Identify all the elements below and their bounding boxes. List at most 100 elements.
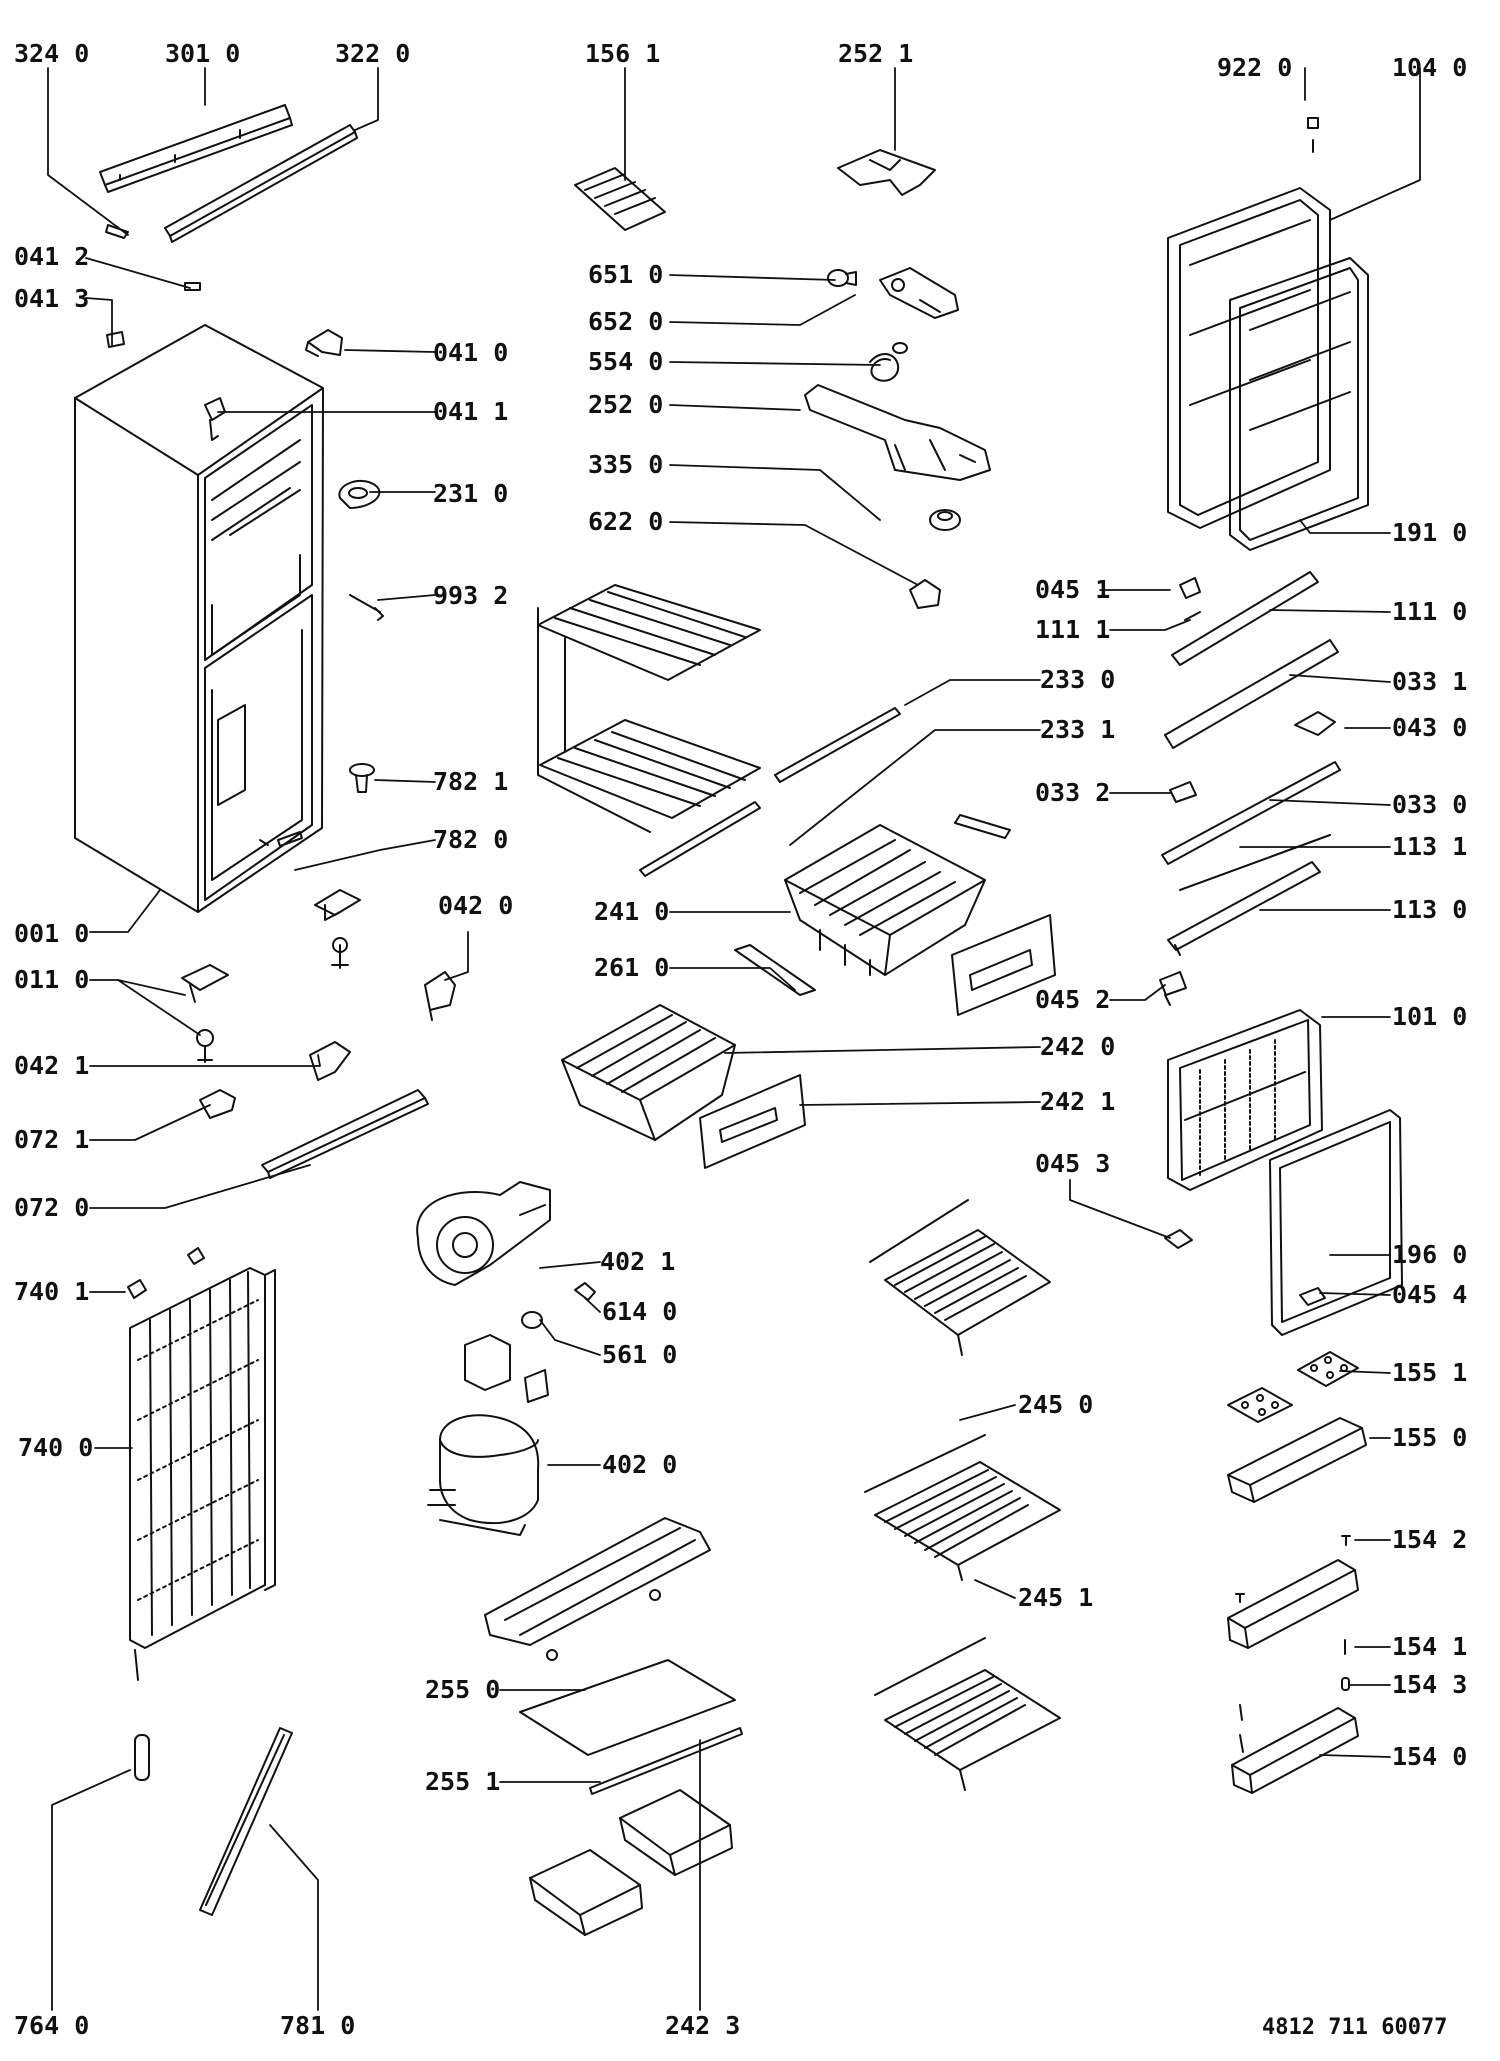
part-label-402-1: 402 1 xyxy=(600,1247,676,1276)
part-label-043-0: 043 0 xyxy=(1392,713,1468,742)
part-label-241-0: 241 0 xyxy=(594,897,670,926)
part-label-261-0: 261 0 xyxy=(594,953,670,982)
connector-561-0 xyxy=(521,1311,543,1329)
part-label-033-0: 033 0 xyxy=(1392,790,1468,819)
compressor-tray-402-1 xyxy=(416,1181,551,1286)
part-label-782-1: 782 1 xyxy=(433,767,509,796)
hinge-lower-left xyxy=(181,964,229,1063)
glass-shelf-255-0 xyxy=(519,1659,736,1756)
part-label-652-0: 652 0 xyxy=(588,307,664,336)
part-label-993-2: 993 2 xyxy=(433,581,509,610)
thermostat-652-0 xyxy=(879,267,959,319)
part-label-154-2: 154 2 xyxy=(1392,1525,1468,1554)
part-label-782-0: 782 0 xyxy=(433,825,509,854)
freezer-door-101-0 xyxy=(1167,1009,1323,1191)
part-label-233-0: 233 0 xyxy=(1040,665,1116,694)
basket-242-0 xyxy=(561,1004,736,1141)
strip-233-1 xyxy=(639,801,761,877)
part-label-245-0: 245 0 xyxy=(1018,1390,1094,1419)
hinge-bottom xyxy=(314,889,361,969)
part-label-622-0: 622 0 xyxy=(588,507,664,536)
hinge-045-2 xyxy=(1159,944,1187,1006)
door-panel-104-0 xyxy=(1167,187,1331,529)
lamp-651-0 xyxy=(827,269,857,287)
grommet-oval xyxy=(338,479,381,509)
bulb-622-0 xyxy=(909,579,941,609)
screw-154-2 xyxy=(1235,1535,1351,1603)
part-label-781-0: 781 0 xyxy=(280,2011,356,2040)
clip-045-4 xyxy=(1299,1287,1326,1306)
part-label-301-0: 301 0 xyxy=(165,39,241,68)
part-label-155-0: 155 0 xyxy=(1392,1423,1468,1452)
wire-shelf-245-lower xyxy=(874,1637,1061,1791)
shelf-trim-255-1 xyxy=(589,1727,743,1795)
axle-pin xyxy=(277,831,303,847)
top-cover-strip xyxy=(164,124,358,243)
spring-554-0 xyxy=(869,342,908,382)
hinge-045-1 xyxy=(1179,577,1201,599)
clip-740-1 xyxy=(127,1247,205,1299)
part-label-111-1: 111 1 xyxy=(1035,615,1111,644)
part-label-740-0: 740 0 xyxy=(18,1433,94,1462)
egg-tray-155-1 xyxy=(1227,1351,1359,1423)
part-label-554-0: 554 0 xyxy=(588,347,664,376)
door-shelf-154-upper xyxy=(1227,1559,1359,1649)
part-label-233-1: 233 1 xyxy=(1040,715,1116,744)
basket-241-0 xyxy=(784,824,986,976)
bottom-trim-072-0 xyxy=(261,1089,429,1179)
part-label-242-3: 242 3 xyxy=(665,2011,741,2040)
strip-113-1 xyxy=(1179,834,1331,891)
part-label-561-0: 561 0 xyxy=(602,1340,678,1369)
part-label-231-0: 231 0 xyxy=(433,479,509,508)
part-label-072-0: 072 0 xyxy=(14,1193,90,1222)
rail-top-right xyxy=(954,814,1011,839)
part-label-154-1: 154 1 xyxy=(1392,1632,1468,1661)
part-label-045-3: 045 3 xyxy=(1035,1149,1111,1178)
part-label-154-3: 154 3 xyxy=(1392,1670,1468,1699)
top-trim-profile xyxy=(99,104,293,193)
part-label-041-2: 041 2 xyxy=(14,242,90,271)
part-label-740-1: 740 1 xyxy=(14,1277,90,1306)
bracket-right xyxy=(424,971,456,1021)
strip-111-0 xyxy=(1171,571,1319,666)
profile-781-0 xyxy=(199,1727,293,1916)
control-housing-252-0 xyxy=(804,384,991,481)
base-plate xyxy=(484,1517,711,1661)
bracket-042-1 xyxy=(309,1041,351,1081)
front-panel-241 xyxy=(951,914,1056,1016)
clip-045-3 xyxy=(1164,1229,1193,1249)
adjustable-foot-screw xyxy=(349,763,375,793)
door-shelf-154-0 xyxy=(1231,1704,1359,1794)
relay-block xyxy=(464,1334,549,1403)
part-label-335-0: 335 0 xyxy=(588,450,664,479)
small-clips-top xyxy=(105,224,201,348)
part-label-255-1: 255 1 xyxy=(425,1767,501,1796)
leader-lines xyxy=(47,67,1421,2011)
gasket-196-0 xyxy=(1269,1109,1403,1336)
strip-113-0 xyxy=(1167,861,1321,951)
part-label-196-0: 196 0 xyxy=(1392,1240,1468,1269)
compressor-402-0 xyxy=(427,1414,540,1536)
condenser-coil xyxy=(129,1267,276,1681)
door-shelf-155-0 xyxy=(1227,1417,1367,1503)
pin-small xyxy=(349,594,384,621)
part-label-042-0: 042 0 xyxy=(438,891,514,920)
part-label-045-1: 045 1 xyxy=(1035,575,1111,604)
cover-252-1 xyxy=(837,149,936,196)
runner-261-0 xyxy=(734,944,816,996)
part-label-033-1: 033 1 xyxy=(1392,667,1468,696)
part-label-245-1: 245 1 xyxy=(1018,1583,1094,1612)
part-label-764-0: 764 0 xyxy=(14,2011,90,2040)
hinge-top-part xyxy=(204,397,226,441)
part-label-242-1: 242 1 xyxy=(1040,1087,1116,1116)
part-label-104-0: 104 0 xyxy=(1392,53,1468,82)
part-label-402-0: 402 0 xyxy=(602,1450,678,1479)
part-label-252-1: 252 1 xyxy=(838,39,914,68)
part-label-045-4: 045 4 xyxy=(1392,1280,1468,1309)
part-label-255-0: 255 0 xyxy=(425,1675,501,1704)
pin-111-1 xyxy=(1184,611,1201,621)
part-label-072-1: 072 1 xyxy=(14,1125,90,1154)
crisper-242-3 xyxy=(529,1789,733,1936)
